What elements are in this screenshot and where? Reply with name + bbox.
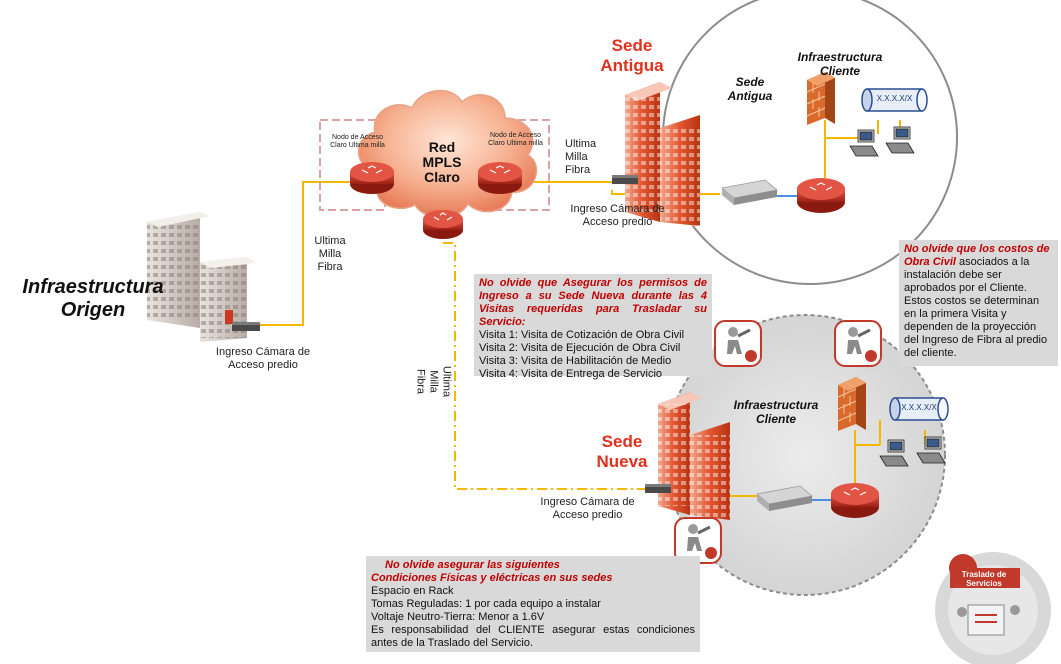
router-nodo-right: [478, 162, 522, 194]
antigua-ingreso-device: [612, 175, 638, 184]
nueva-ingreso-device: [645, 484, 671, 493]
antigua-pc-left: [849, 129, 879, 157]
sede-nueva-circle: [664, 314, 946, 596]
note-visitas-item: Visita 2: Visita de Ejecución de Obra Ci…: [479, 342, 681, 354]
note-condiciones-subheading: Condiciones Físicas y eléctricas en sus …: [371, 572, 613, 584]
origin-title-line2: Origen: [60, 299, 126, 321]
antigua-server-label: X.X.X.X/X: [876, 94, 913, 103]
note-costos: No olvide que los costos de Obra Civil a…: [899, 240, 1058, 366]
sede-nueva-building: [658, 392, 730, 520]
note-condiciones-item: Voltaje Neutro-Tierra: Menor a 1.6V: [371, 611, 545, 623]
note-visitas-item: Visita 1: Visita de Cotización de Obra C…: [479, 329, 685, 341]
note-condiciones-heading: No olvide asegurar las siguientes: [385, 559, 560, 571]
future-fiber: [443, 242, 658, 490]
worker-question-icon: [714, 320, 762, 367]
worker-question-icon: [834, 320, 882, 367]
sede-antigua-title: Sede Antigua: [600, 36, 664, 75]
note-condiciones-item: Tomas Reguladas: 1 por cada equipo a ins…: [371, 598, 601, 610]
nueva-firewall: [837, 377, 866, 431]
antigua-modem: [721, 179, 778, 205]
router-core: [423, 210, 463, 239]
nueva-pc-left: [879, 439, 909, 467]
origin-ingreso-device: [232, 322, 260, 331]
note-costos-body: asociados a la instalación debe ser apro…: [904, 256, 1048, 359]
nodo-right-label: Nodo de Acceso Claro Ultima milla: [488, 132, 543, 147]
sede-antigua-building: [625, 82, 700, 226]
antigua-router: [797, 178, 845, 213]
antigua-infra-label: Infraestructura Cliente: [797, 50, 883, 78]
note-condiciones: No olvide asegurar las siguientes Condic…: [366, 556, 700, 652]
note-costos-heading: No olvide que los costos de Obra Civil: [904, 243, 1050, 268]
origin-title-line1: Infraestructura: [22, 276, 164, 298]
nueva-server: [889, 397, 949, 421]
traslado-badge: [935, 552, 1051, 664]
sede-nueva-title: Sede Nueva: [596, 432, 648, 471]
note-condiciones-footer: Es responsabilidad del CLIENTE asegurar …: [371, 624, 695, 649]
note-condiciones-item: Espacio en Rack: [371, 585, 454, 597]
antigua-ingreso-label: Ingreso Cámara de Acceso predio: [570, 203, 665, 228]
worker-question-icon: [674, 517, 722, 564]
note-visitas-heading: No olvide que Asegurar los permisos de I…: [479, 277, 707, 328]
nueva-server-label: X.X.X.X/X: [901, 403, 937, 412]
mpls-cloud-label: Red MPLS Claro: [422, 139, 462, 185]
antigua-firewall: [806, 72, 835, 125]
nueva-infra-label: Infraestructura Cliente: [733, 398, 819, 426]
nueva-modem: [756, 485, 813, 511]
origin-title: Infraestructura Origen: [18, 276, 168, 322]
origin-building: [147, 212, 257, 342]
traslado-badge-label: Traslado de Servicios: [961, 570, 1007, 588]
nueva-pc-right: [916, 436, 946, 464]
sede-antigua-inner-label: Sede Antigua: [727, 75, 773, 103]
vertical-fibra-label: Ultima Milla Fibra: [414, 365, 453, 398]
origin-ingreso-label: Ingreso Cámara de Acceso predio: [215, 346, 311, 371]
antigua-server: [861, 88, 928, 112]
nueva-ingreso-label: Ingreso Cámara de Acceso predio: [540, 496, 635, 521]
router-nodo-left: [350, 162, 394, 194]
antigua-fibra-label: Ultima Milla Fibra: [565, 138, 597, 176]
origin-fibra-label: Ultima Milla Fibra: [314, 235, 346, 273]
nodo-left-label: Nodo de Acceso Claro Ultima milla: [330, 134, 385, 149]
nueva-router: [831, 483, 879, 518]
note-visitas-item: Visita 3: Visita de Habilitación de Medi…: [479, 355, 672, 367]
note-visitas-item: Visita 4: Visita de Entrega de Servicio: [479, 368, 663, 380]
antigua-pc-right: [885, 126, 915, 154]
note-visitas: No olvide que Asegurar los permisos de I…: [474, 274, 712, 380]
